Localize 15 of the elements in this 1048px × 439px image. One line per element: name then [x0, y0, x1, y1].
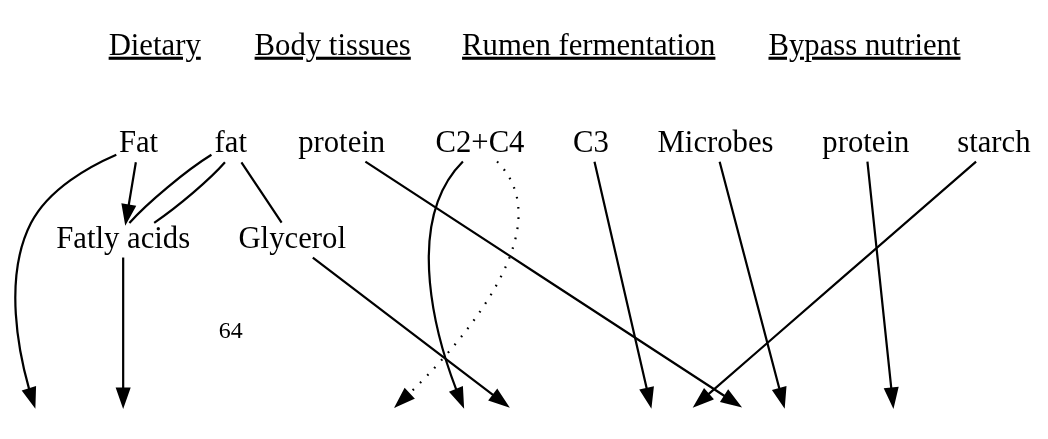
- node-text: Glycerol: [238, 220, 346, 255]
- node-text: Microbes: [657, 124, 774, 159]
- node-text: protein: [822, 124, 910, 159]
- node-text: fat: [214, 124, 247, 159]
- node-text: C3: [573, 124, 609, 159]
- node-text: protein: [298, 124, 386, 159]
- label: Rumen fermentation: [462, 27, 716, 62]
- label: Body tissues: [254, 27, 411, 62]
- node-text: starch: [957, 124, 1031, 159]
- label: Dietary: [108, 27, 201, 62]
- node-text: C2+C4: [435, 124, 525, 159]
- node-text: Fatly acids: [56, 220, 191, 255]
- node-text: Fat: [118, 124, 159, 159]
- label: Bypass nutrient: [768, 27, 961, 62]
- label: 64: [218, 316, 243, 343]
